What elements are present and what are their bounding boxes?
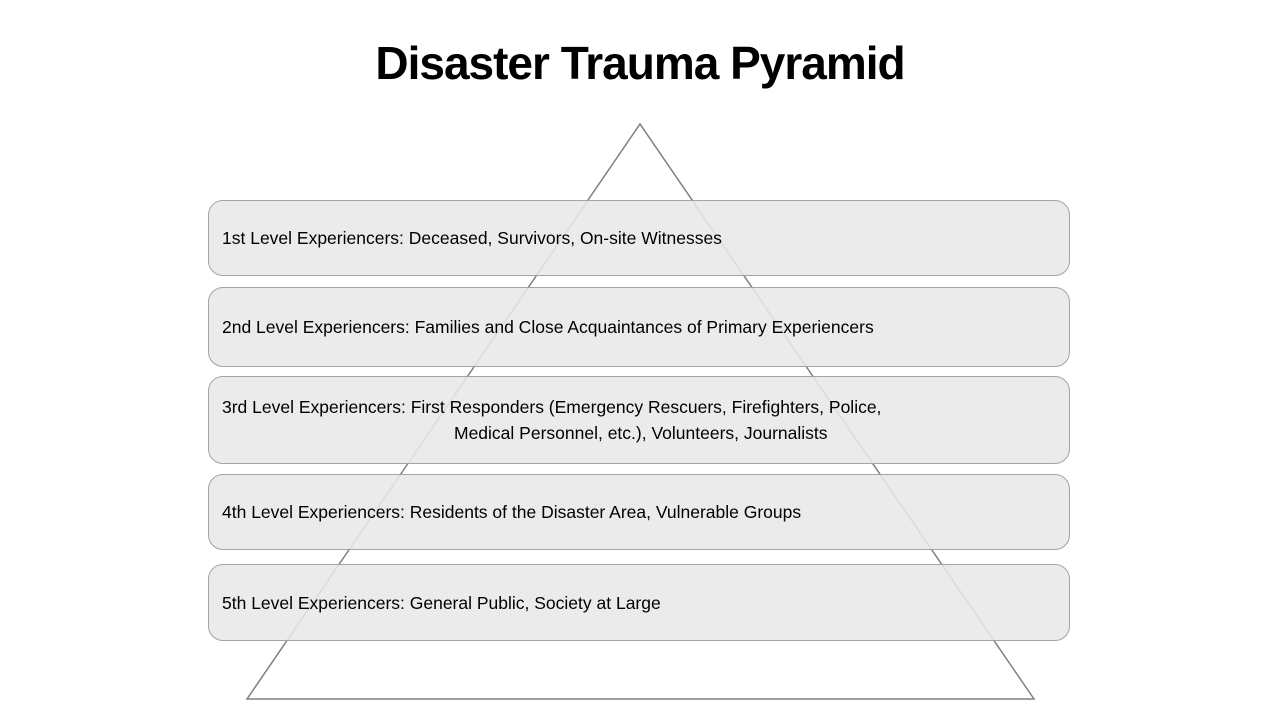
level-1-text: 1st Level Experiencers: Deceased, Surviv…	[222, 228, 722, 248]
pyramid-level-1: 1st Level Experiencers: Deceased, Surviv…	[208, 200, 1070, 276]
level-3-text-line2: Medical Personnel, etc.), Volunteers, Jo…	[454, 423, 828, 443]
pyramid-level-3: 3rd Level Experiencers: First Responders…	[208, 376, 1070, 464]
pyramid-level-5: 5th Level Experiencers: General Public, …	[208, 564, 1070, 641]
level-3-text: 3rd Level Experiencers: First Responders…	[222, 397, 882, 417]
pyramid-level-4: 4th Level Experiencers: Residents of the…	[208, 474, 1070, 550]
pyramid-level-2: 2nd Level Experiencers: Families and Clo…	[208, 287, 1070, 367]
level-5-text: 5th Level Experiencers: General Public, …	[222, 592, 661, 613]
level-2-text: 2nd Level Experiencers: Families and Clo…	[222, 317, 874, 337]
level-4-text: 4th Level Experiencers: Residents of the…	[222, 502, 802, 522]
page-title: Disaster Trauma Pyramid	[375, 37, 905, 89]
